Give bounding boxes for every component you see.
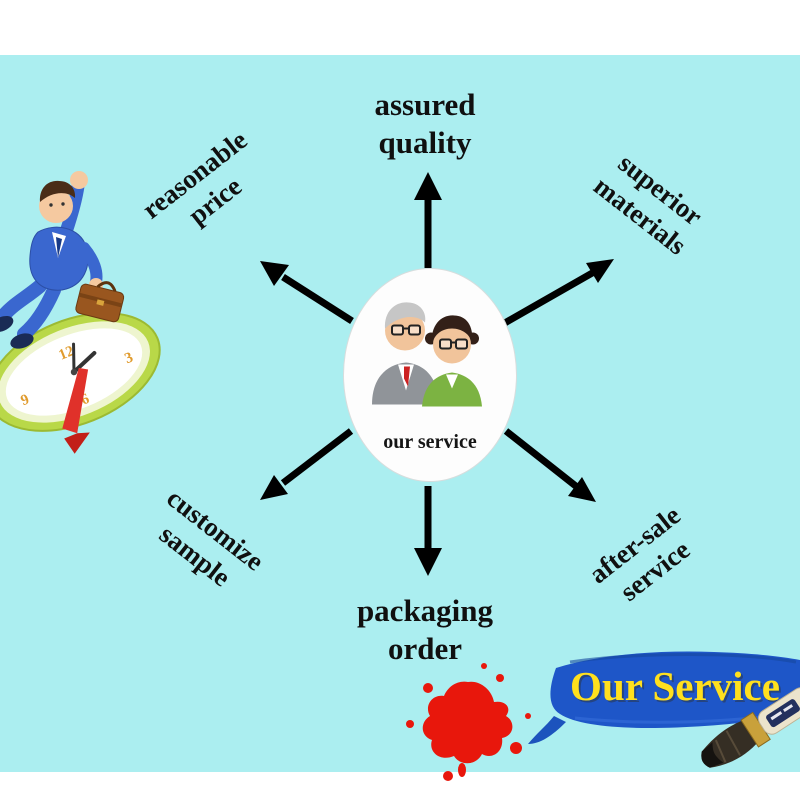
label-line: packaging [356,593,494,628]
label-line: assured [374,87,476,122]
banner-title: Our Service [570,663,780,709]
center-ellipse: our service [343,268,517,482]
center-label: our service [383,431,477,453]
label-packaging-order: packaging order [320,592,530,668]
label-line: quality [378,124,472,160]
label-line: order [387,630,463,666]
people-icon [372,302,482,407]
label-assured-quality: assured quality [320,86,530,162]
